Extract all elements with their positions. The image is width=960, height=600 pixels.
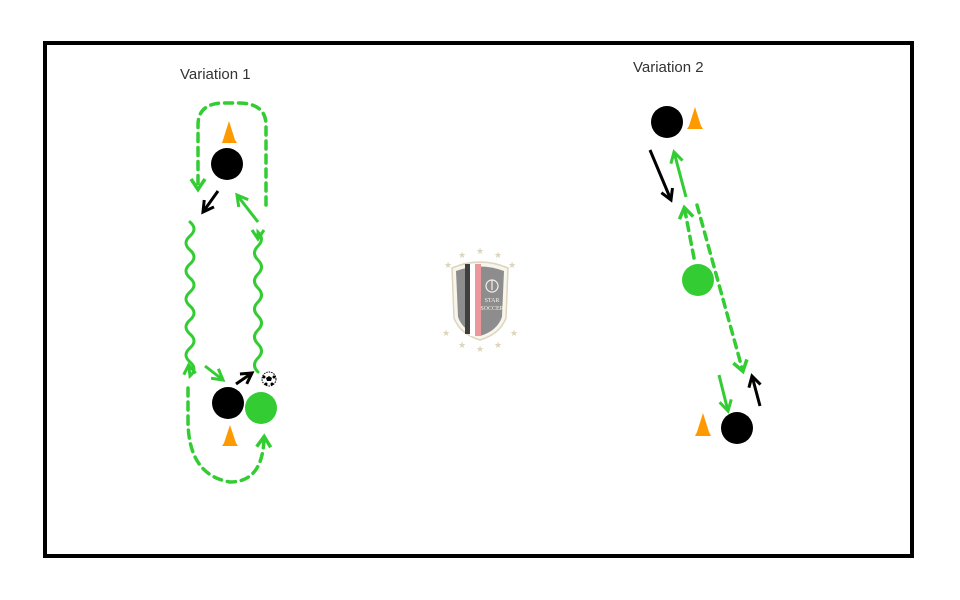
v2-run-arrow-top — [669, 149, 688, 198]
v1-run-arrow-top — [235, 192, 260, 223]
variation-1 — [182, 101, 277, 484]
v1-dribble-right — [250, 228, 266, 374]
variation-2 — [648, 106, 762, 444]
svg-text:★: ★ — [508, 260, 516, 270]
club-logo: ★ ★ ★ ★ ★ ★ ★ ★ ★ ★ STAR SOCCER — [442, 246, 518, 354]
player-black — [211, 148, 243, 180]
logo-text-line1: STAR — [485, 298, 500, 304]
svg-text:★: ★ — [444, 260, 452, 270]
soccer-ball-icon — [261, 371, 277, 387]
cone-icon — [695, 413, 711, 436]
variation-2-title: Variation 2 — [633, 59, 704, 76]
variation-1-title: Variation 1 — [180, 66, 251, 83]
star-icons: ★ ★ ★ ★ ★ ★ ★ ★ ★ ★ — [442, 246, 518, 354]
cone-icon — [222, 121, 237, 143]
logo-text-line2: SOCCER — [480, 306, 503, 312]
player-green — [682, 264, 714, 296]
svg-text:★: ★ — [476, 246, 484, 256]
svg-text:★: ★ — [442, 328, 450, 338]
v2-dashed-run-up — [677, 204, 696, 260]
v2-dashed-run-down — [695, 203, 749, 375]
svg-text:★: ★ — [494, 250, 502, 260]
player-green — [245, 392, 277, 424]
v1-pass-arrow-top — [201, 190, 220, 215]
v1-dashed-run-top — [189, 101, 268, 207]
player-black — [721, 412, 753, 444]
v1-dribble-left — [182, 220, 197, 379]
svg-text:★: ★ — [458, 340, 466, 350]
svg-text:★: ★ — [494, 340, 502, 350]
v1-pass-arrow-bottom — [235, 371, 255, 386]
v2-pass-arrow-bottom — [747, 373, 762, 407]
v2-run-arrow-bottom — [717, 374, 733, 414]
player-black — [212, 387, 244, 419]
v2-pass-arrow-top — [648, 149, 674, 203]
v1-run-arrow-bottom — [204, 364, 226, 382]
player-black — [651, 106, 683, 138]
svg-text:★: ★ — [476, 344, 484, 354]
svg-text:★: ★ — [458, 250, 466, 260]
v1-dashed-run-bottom — [186, 386, 273, 484]
cone-icon — [687, 107, 703, 129]
cone-icon — [222, 425, 238, 446]
svg-text:★: ★ — [510, 328, 518, 338]
